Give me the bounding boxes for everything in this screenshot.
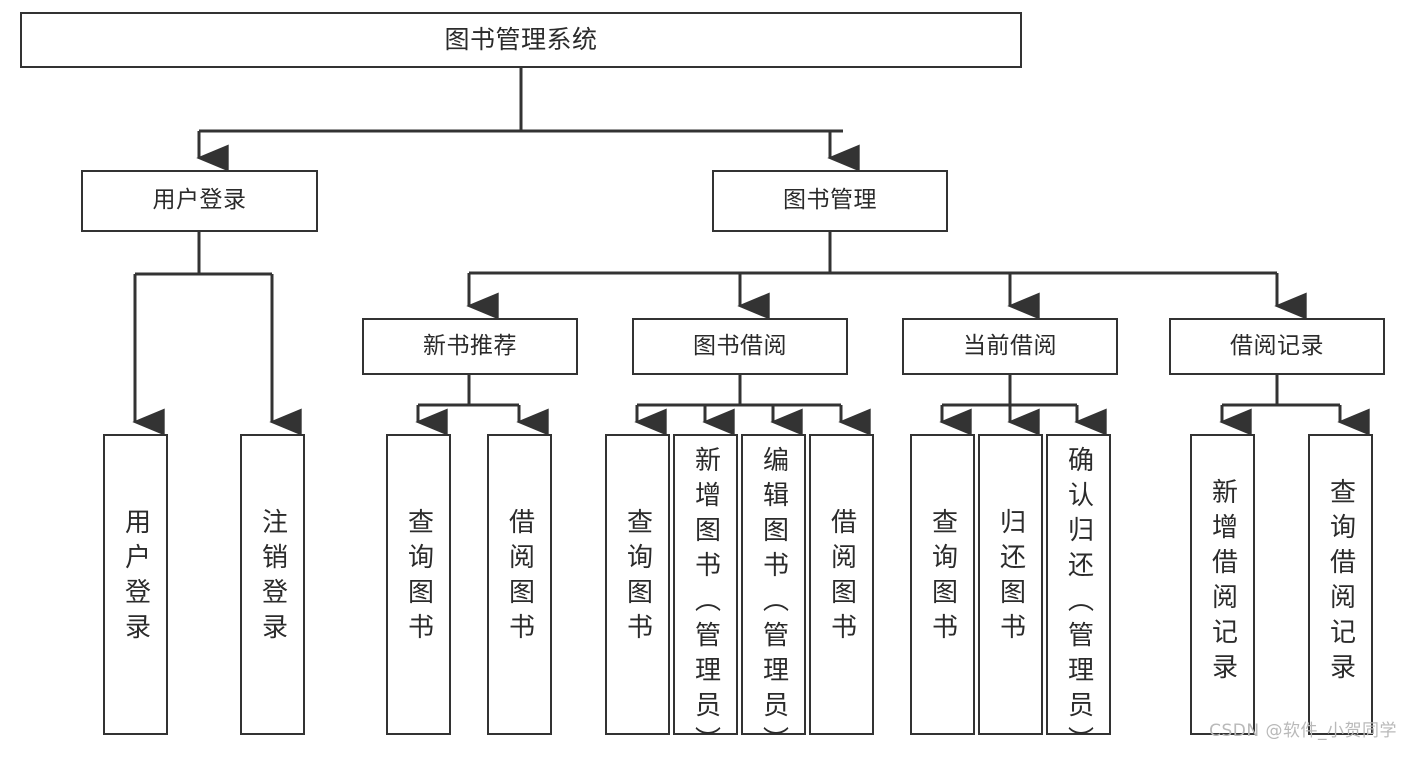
leaf-borrow-record-query-record[interactable]: 查询借阅记录 bbox=[1308, 434, 1373, 735]
leaf-new-book-query-book[interactable]: 查询图书 bbox=[386, 434, 451, 735]
node-label: 编辑图书（管理员） bbox=[758, 446, 789, 761]
node-current-borrow[interactable]: 当前借阅 bbox=[902, 318, 1118, 375]
node-label: 借阅记录 bbox=[1230, 332, 1324, 359]
node-label: 确认归还（管理员） bbox=[1063, 446, 1094, 761]
node-label: 当前借阅 bbox=[963, 332, 1057, 359]
node-label: 用户登录 bbox=[152, 187, 247, 214]
node-label: 新增图书（管理员） bbox=[690, 446, 721, 761]
node-label: 图书管理系统 bbox=[444, 25, 598, 55]
leaf-current-borrow-confirm-return-admin[interactable]: 确认归还（管理员） bbox=[1046, 434, 1111, 761]
node-borrow-record[interactable]: 借阅记录 bbox=[1169, 318, 1385, 375]
node-label: 归还图书 bbox=[995, 508, 1026, 648]
node-label: 借阅图书 bbox=[826, 508, 857, 648]
node-book-management[interactable]: 图书管理 bbox=[712, 170, 948, 232]
csdn-watermark: CSDN @软件_小贺同学 bbox=[1209, 721, 1397, 741]
leaf-current-borrow-return-book[interactable]: 归还图书 bbox=[978, 434, 1043, 735]
leaf-user-login-logout[interactable]: 注销登录 bbox=[240, 434, 305, 735]
node-label: 查询图书 bbox=[622, 508, 653, 648]
leaf-book-borrow-borrow-book[interactable]: 借阅图书 bbox=[809, 434, 874, 735]
node-label: 图书管理 bbox=[783, 187, 877, 214]
node-user-login[interactable]: 用户登录 bbox=[81, 170, 318, 232]
node-label: 用户登录 bbox=[120, 508, 151, 648]
leaf-user-login-login[interactable]: 用户登录 bbox=[103, 434, 168, 735]
leaf-current-borrow-query-book[interactable]: 查询图书 bbox=[910, 434, 975, 735]
node-new-book-recommend[interactable]: 新书推荐 bbox=[362, 318, 578, 375]
node-label: 新增借阅记录 bbox=[1207, 478, 1238, 688]
node-label: 借阅图书 bbox=[504, 508, 535, 648]
leaf-borrow-record-add-record[interactable]: 新增借阅记录 bbox=[1190, 434, 1255, 735]
node-label: 查询借阅记录 bbox=[1325, 478, 1356, 688]
node-label: 新书推荐 bbox=[423, 332, 517, 359]
leaf-new-book-borrow-book[interactable]: 借阅图书 bbox=[487, 434, 552, 735]
node-label: 查询图书 bbox=[927, 508, 958, 648]
node-label: 查询图书 bbox=[403, 508, 434, 648]
node-label: 图书借阅 bbox=[693, 332, 787, 359]
node-root-library-system[interactable]: 图书管理系统 bbox=[20, 12, 1022, 68]
leaf-book-borrow-query-book[interactable]: 查询图书 bbox=[605, 434, 670, 735]
leaf-book-borrow-edit-book-admin[interactable]: 编辑图书（管理员） bbox=[741, 434, 806, 761]
leaf-book-borrow-add-book-admin[interactable]: 新增图书（管理员） bbox=[673, 434, 738, 761]
node-label: 注销登录 bbox=[257, 508, 288, 648]
node-book-borrow[interactable]: 图书借阅 bbox=[632, 318, 848, 375]
